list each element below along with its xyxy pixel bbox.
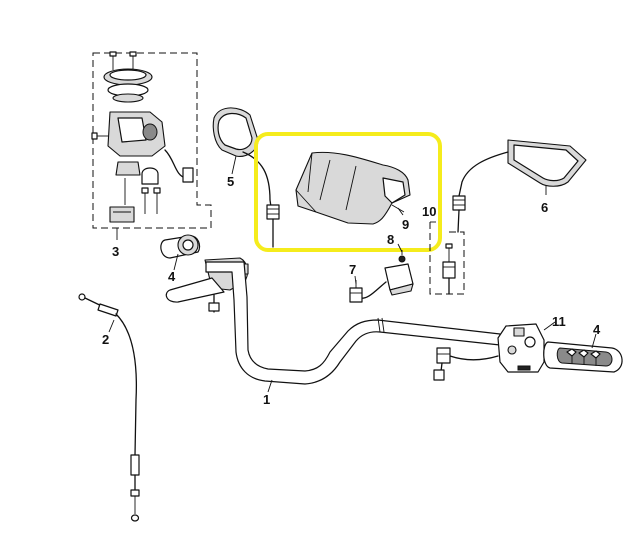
mirror-adapter-group-box [429, 222, 465, 295]
handlebar [205, 261, 501, 385]
throttle-cable [78, 293, 140, 522]
callout-4-left: 4 [168, 269, 176, 284]
hand-guard-part [295, 151, 411, 225]
callout-4-right: 4 [593, 322, 601, 337]
master-cylinder-group-box [92, 52, 212, 229]
callout-1: 1 [263, 392, 270, 407]
master-cylinder-assembly [91, 51, 194, 223]
right-grip [543, 341, 623, 373]
callout-8: 8 [387, 232, 394, 247]
callout-labels: 1 2 3 4 4 5 6 7 8 9 10 11 [102, 174, 601, 407]
callout-7: 7 [349, 262, 356, 277]
right-mirror [452, 139, 587, 233]
connector-plug [349, 280, 363, 303]
callout-3: 3 [112, 244, 119, 259]
left-mirror [212, 107, 280, 248]
callout-9: 9 [402, 217, 409, 232]
callout-2: 2 [102, 332, 109, 347]
left-grip-assembly [160, 234, 201, 259]
highlight-frame [254, 132, 442, 252]
callout-11: 11 [552, 314, 566, 329]
center-switch-housing [359, 250, 414, 299]
callout-5: 5 [227, 174, 234, 189]
leader-lines [108, 155, 597, 393]
callout-10: 10 [422, 204, 436, 219]
callout-6: 6 [541, 200, 548, 215]
right-switch-housing [433, 323, 545, 381]
